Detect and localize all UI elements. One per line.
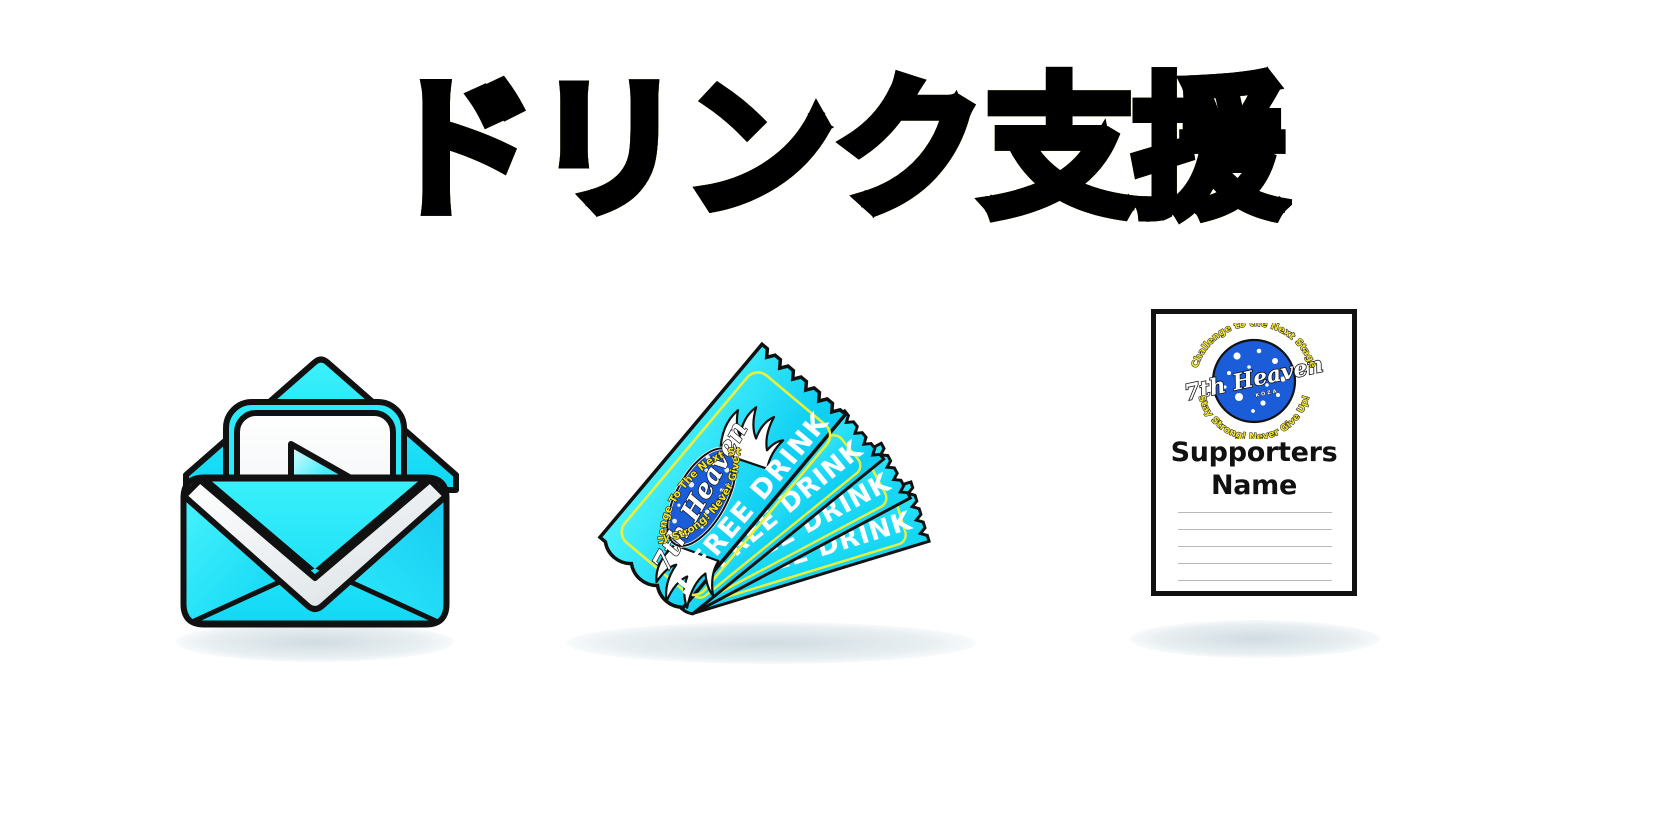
card-rule-line: [1178, 579, 1332, 581]
card-rule-line: [1178, 511, 1332, 513]
card-rule-line: [1178, 562, 1332, 564]
card-rule-line: [1178, 528, 1332, 530]
card-heading: Supporters Name: [1156, 437, 1352, 503]
supporters-name-card: 7th Heaven KOZA Challenge to the Next St…: [1151, 309, 1357, 596]
tickets-ground-shadow: [566, 622, 976, 664]
envelope-body: [180, 474, 450, 628]
envelope-ground-shadow: [176, 622, 454, 662]
card-write-in-lines: [1178, 511, 1332, 581]
card-brand-logo: 7th Heaven KOZA Challenge to the Next St…: [1181, 323, 1326, 439]
card-heading-line-2: Name: [1210, 469, 1298, 501]
drink-ticket-stack-icon: 1 FREE DRINK 1 FREE DRINK 1 FREE DRINK: [595, 315, 995, 635]
envelope-with-play-icon: [170, 340, 460, 630]
card-heading-line-1: Supporters: [1170, 437, 1338, 468]
svg-text:KOZA: KOZA: [1255, 388, 1279, 399]
card-ground-shadow: [1130, 620, 1380, 658]
page-title: ドリンク支援: [379, 61, 1291, 238]
card-rule-line: [1178, 545, 1332, 547]
page-title-container: ドリンク支援: [0, 61, 1667, 238]
